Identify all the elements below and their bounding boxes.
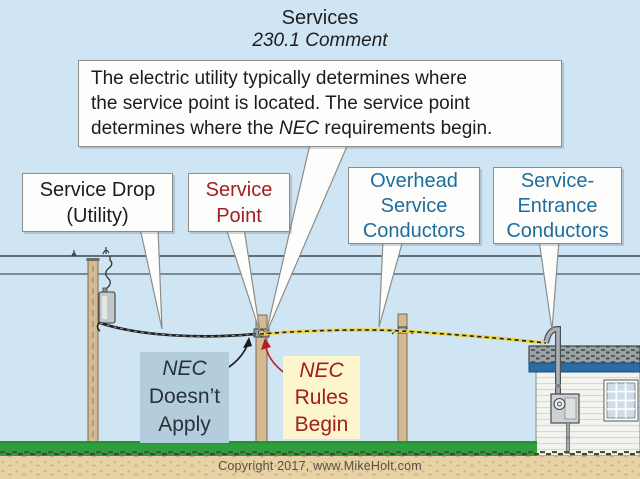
comment-line-1: The electric utility typically determine… bbox=[91, 68, 467, 89]
dirt bbox=[0, 456, 640, 479]
comment-line-3: determines where the NEC requirements be… bbox=[91, 118, 493, 139]
nec-italic: NEC bbox=[162, 357, 207, 380]
nec-italic: NEC bbox=[299, 359, 344, 382]
house bbox=[528, 325, 640, 457]
pole-cap bbox=[86, 258, 100, 261]
arrowhead-icon bbox=[261, 338, 271, 350]
note-nec-doesnt-apply: NEC Doesn’t Apply bbox=[140, 352, 229, 443]
line-insulator-icon bbox=[71, 250, 77, 257]
house-window bbox=[603, 379, 639, 422]
page-subtitle: 230.1 Comment bbox=[252, 30, 388, 51]
grass-edge bbox=[0, 441, 537, 444]
page-title: Services bbox=[281, 7, 359, 29]
mid-span-pole bbox=[391, 313, 414, 449]
electric-meter bbox=[550, 393, 580, 424]
nec-italic: NEC bbox=[279, 118, 320, 139]
service-point-tail bbox=[225, 227, 261, 333]
service-entrance-tail bbox=[538, 239, 560, 331]
line-insulator-icon bbox=[102, 247, 110, 255]
callout-tails bbox=[139, 143, 560, 335]
label-overhead-service-conductors: Overhead Service Conductors bbox=[348, 167, 480, 244]
utility-pole bbox=[86, 256, 116, 453]
label-service-entrance-conductors: Service- Entrance Conductors bbox=[493, 167, 622, 244]
power-lines bbox=[0, 247, 640, 275]
service-mast bbox=[543, 325, 561, 394]
label-service-point: Service Point bbox=[188, 173, 290, 232]
comment-callout: The electric utility typically determine… bbox=[78, 60, 562, 147]
note-nec-rules-begin: NEC Rules Begin bbox=[283, 356, 360, 439]
ground-boundary bbox=[0, 450, 640, 457]
transformer-jumper-wire bbox=[105, 256, 113, 289]
house-roof bbox=[528, 345, 640, 364]
service-drop-tail bbox=[139, 227, 163, 330]
arrowhead-icon bbox=[243, 337, 252, 348]
meter-conduit bbox=[565, 423, 571, 454]
conduit-coupling bbox=[555, 384, 561, 388]
comment-line-2: the service point is located. The servic… bbox=[91, 93, 470, 114]
pole-transformer bbox=[96, 256, 116, 332]
drip-loop bbox=[96, 321, 101, 332]
overhead-conductors-wire bbox=[259, 328, 547, 345]
meter-dial bbox=[553, 397, 566, 411]
copyright-text: Copyright 2017, www.MikeHolt.com bbox=[218, 459, 422, 473]
service-drop-wire bbox=[99, 321, 257, 338]
house-fascia bbox=[528, 362, 640, 373]
label-service-drop: Service Drop (Utility) bbox=[22, 173, 173, 232]
